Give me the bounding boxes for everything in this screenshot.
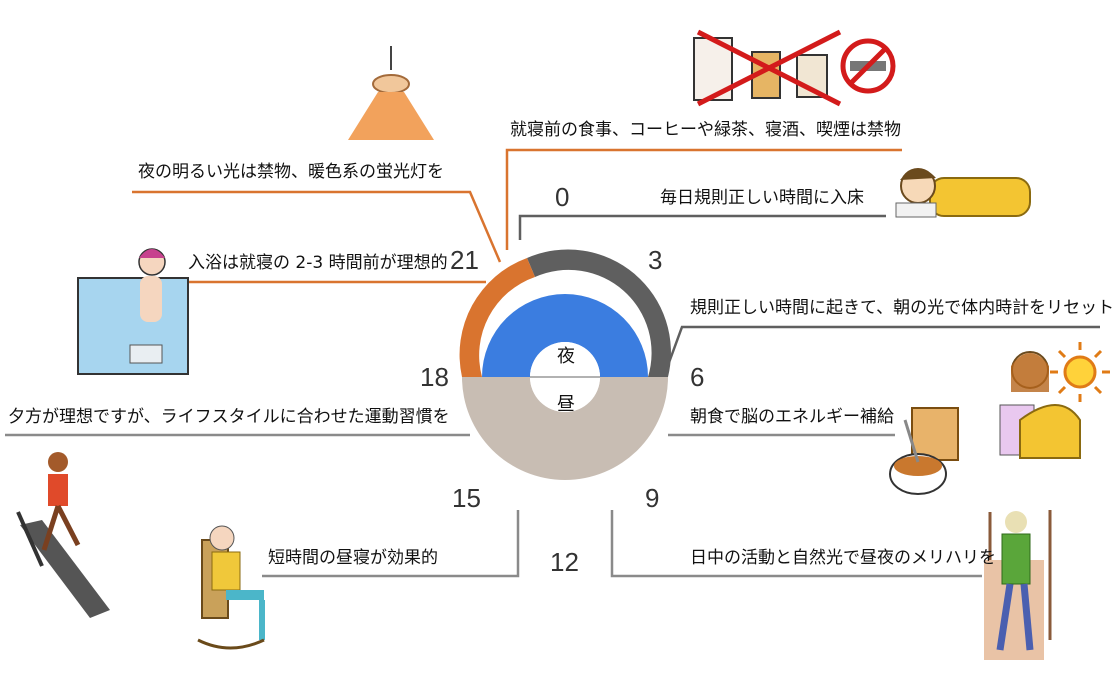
- label-bath: 入浴は就寝の 2-3 時間前が理想的: [188, 253, 448, 273]
- line-regular-bedtime: [518, 214, 886, 240]
- hour-label-15: 15: [452, 483, 481, 513]
- line-nap: [262, 510, 520, 578]
- hour-label-3: 3: [648, 245, 663, 275]
- night-outer-ring-gray: [527, 249, 671, 377]
- ceiling-lamp-icon: [348, 46, 434, 140]
- leader-lines: [5, 148, 1100, 578]
- walking-person-icon: [984, 510, 1052, 660]
- line-daytime: [610, 510, 982, 578]
- label-exercise: 夕方が理想ですが、ライフスタイルに合わせた運動習慣を: [8, 407, 450, 427]
- sun-icon: [1050, 342, 1110, 402]
- label-breakfast: 朝食で脳のエネルギー補給: [690, 407, 894, 427]
- hour-label-21: 21: [450, 245, 479, 275]
- line-before-bed: [505, 148, 902, 250]
- line-wake-reset: [665, 325, 1100, 369]
- label-wake-reset: 規則正しい時間に起きて、朝の光で体内時計をリセット: [690, 298, 1112, 318]
- line-bright-light: [132, 190, 502, 263]
- label-before-bed: 就寝前の食事、コーヒーや緑茶、寝酒、喫煙は禁物: [510, 120, 901, 140]
- label-bright-light: 夜の明るい光は禁物、暖色系の蛍光灯を: [138, 162, 444, 182]
- hour-label-12: 12: [550, 547, 579, 577]
- no-drinks-icon: [693, 29, 842, 107]
- rocking-chair-icon: [197, 525, 265, 650]
- day-label: 昼: [557, 394, 575, 415]
- day-half-ring: [462, 377, 668, 480]
- label-regular-bedtime: 毎日規則正しい時間に入床: [660, 188, 864, 208]
- label-daytime: 日中の活動と自然光で昼夜のメリハリを: [690, 548, 996, 568]
- hour-label-18: 18: [420, 362, 449, 392]
- sleeping-person-icon: [895, 168, 1031, 218]
- breakfast-icon: [889, 407, 959, 495]
- hour-label-0: 0: [555, 182, 570, 212]
- treadmill-runner-icon: [16, 452, 110, 618]
- waking-person-icon: [999, 351, 1081, 459]
- bathing-person-icon: [77, 248, 189, 375]
- hour-label-6: 6: [690, 362, 705, 392]
- night-outer-ring-orange: [459, 258, 535, 377]
- label-nap: 短時間の昼寝が効果的: [268, 548, 438, 568]
- no-smoking-icon: [840, 38, 896, 94]
- night-label: 夜: [557, 346, 575, 367]
- hour-label-9: 9: [645, 483, 660, 513]
- night-inner-ring-blue: [482, 294, 648, 377]
